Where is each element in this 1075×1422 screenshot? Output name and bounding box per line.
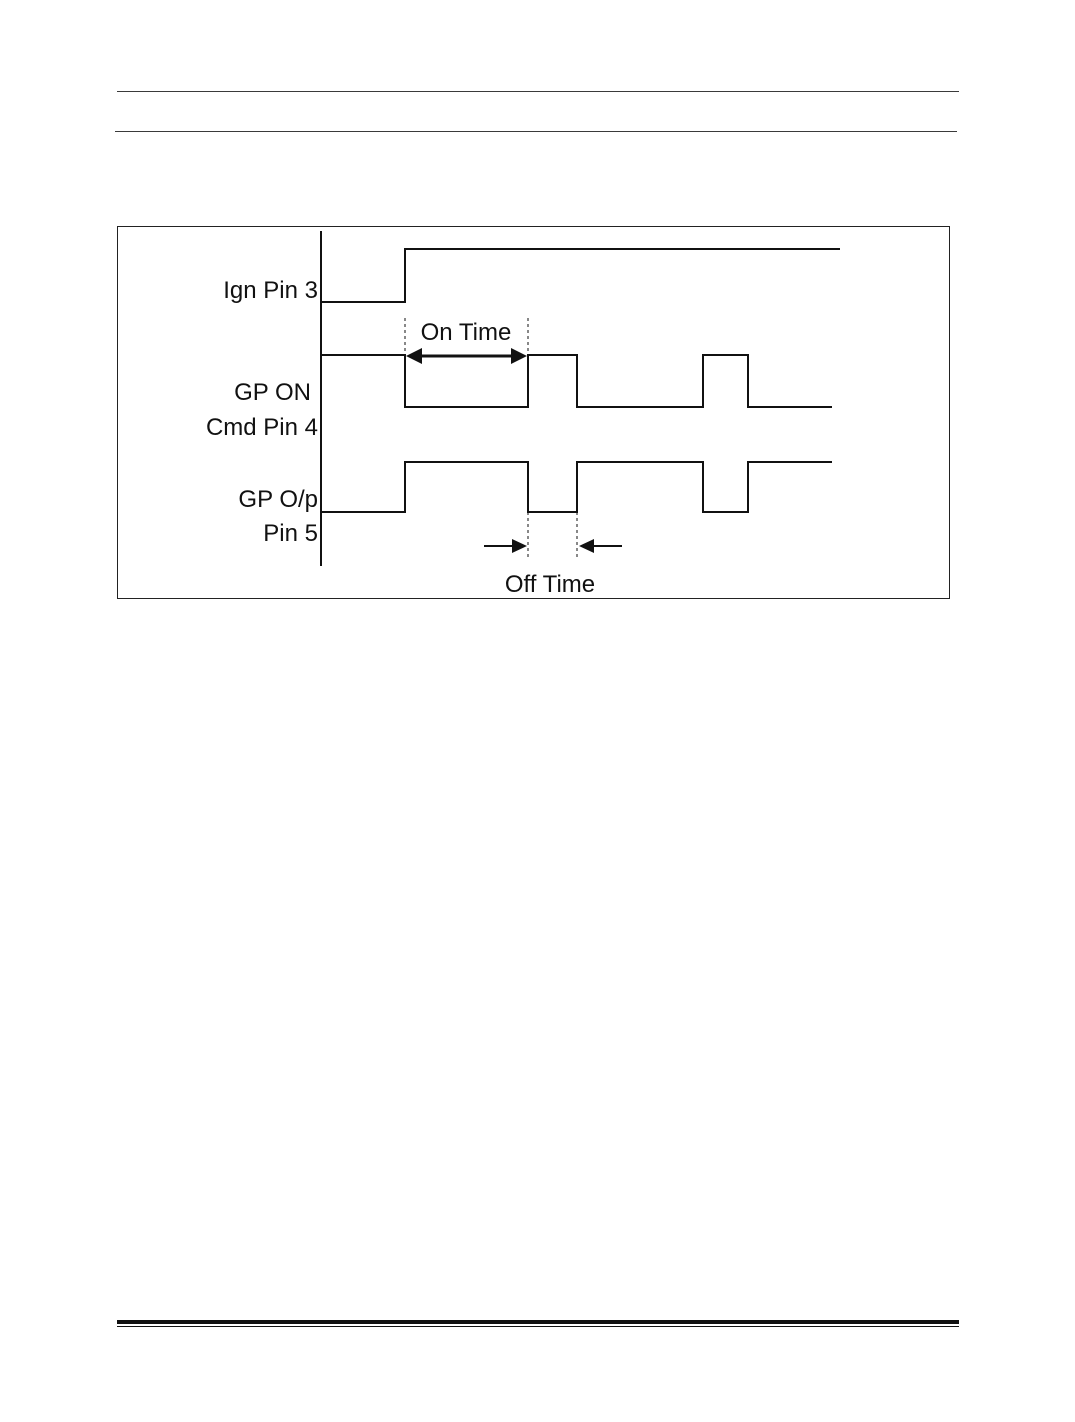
signal-label-cmd-line1: GP ON [234, 379, 311, 406]
signal-label-ign: Ign Pin 3 [223, 277, 318, 304]
signal-label-out-line1: GP O/p [238, 486, 318, 513]
signal-label-cmd-line2: Cmd Pin 4 [206, 414, 318, 441]
on-time-label: On Time [421, 319, 512, 346]
off-time-label: Off Time [505, 571, 595, 598]
on-time-arrow-head-left [406, 348, 422, 364]
signal-label-out-line2: Pin 5 [263, 520, 318, 547]
header-rule-bottom [115, 131, 957, 132]
on-time-arrow-head-right [511, 348, 527, 364]
waveform-cmd-pin4 [321, 354, 832, 408]
off-time-arrow-left-head [512, 539, 527, 553]
waveform-out-pin5 [321, 461, 832, 513]
header-rule-top [117, 91, 959, 92]
waveform-ign-pin3 [321, 248, 840, 303]
off-time-arrow-right-head [579, 539, 594, 553]
timing-diagram-frame [117, 226, 950, 599]
footer-rule-thick [117, 1320, 959, 1324]
footer-rule-thin [117, 1326, 959, 1327]
